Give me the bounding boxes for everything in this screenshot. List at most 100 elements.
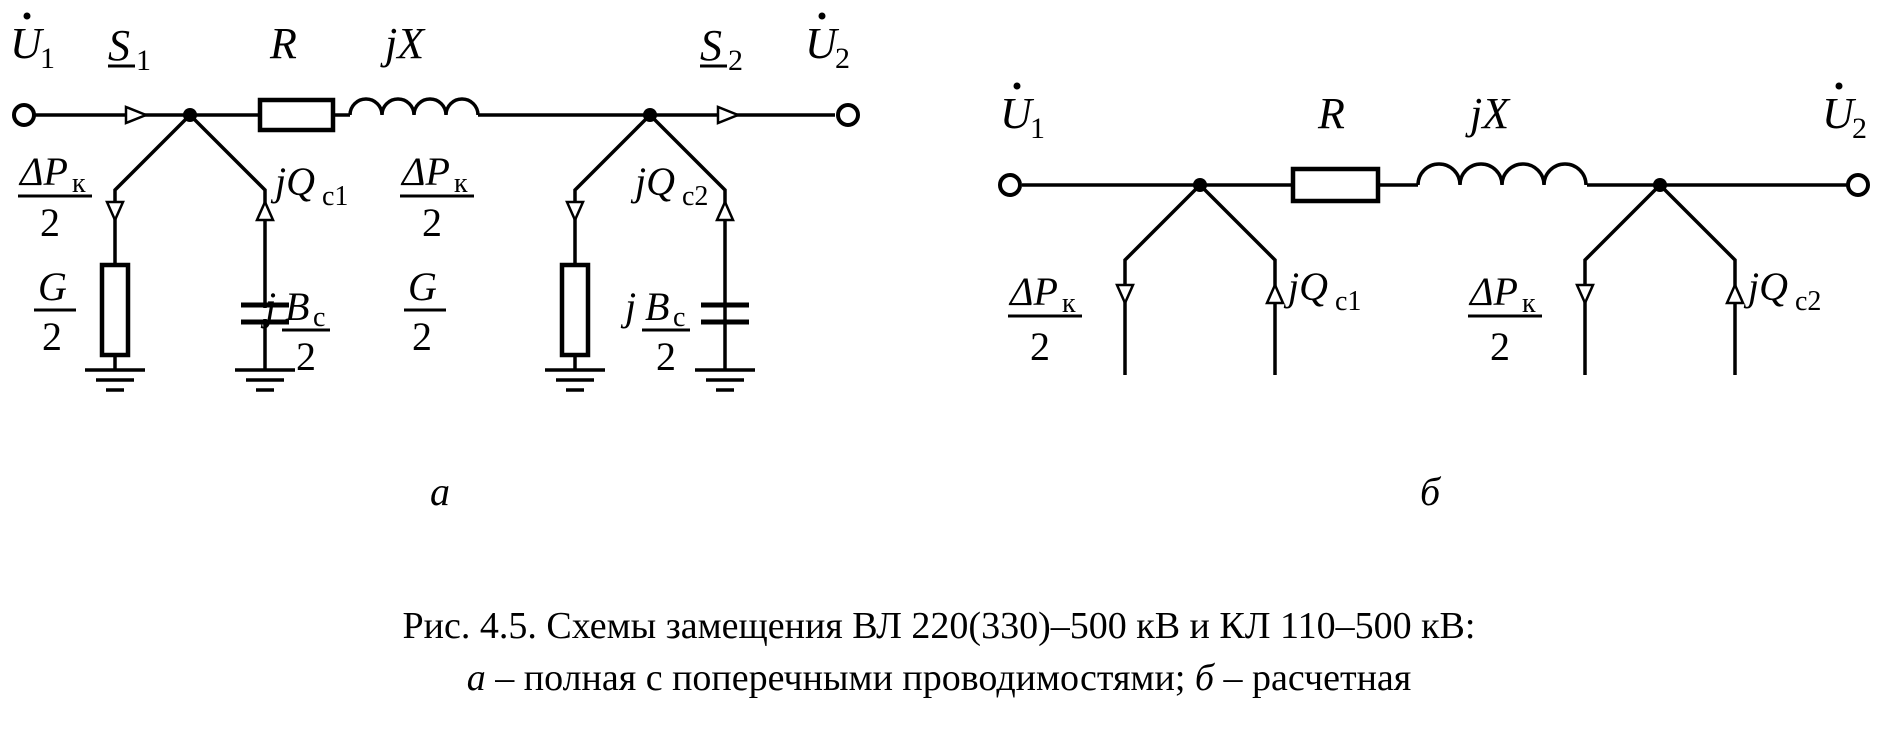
label-b-a1: j B c 2 [260,284,330,379]
conductance-g-a2 [559,262,591,358]
diagram-a: U 1 S 1 R jX S 2 U 2 ΔP к 2 G [10,12,860,514]
svg-text:к: к [454,168,468,199]
terminal-a-left [12,103,36,127]
svg-text:ΔP: ΔP [1468,269,1518,314]
svg-text:1: 1 [136,44,151,77]
label-u1-a: U 1 [10,12,55,75]
svg-text:ΔP: ΔP [400,149,450,194]
label-dp-b2: ΔP к 2 [1468,269,1542,369]
conductance-g-a1 [99,262,131,358]
caption-b-marker: б [1195,657,1216,699]
arrow-b-q2-up [1725,281,1745,305]
label-dp-a1: ΔP к 2 [18,149,92,245]
inductor-x-a [348,97,480,116]
svg-text:1: 1 [1030,112,1045,145]
svg-text:2: 2 [422,200,442,245]
label-q-b1: jQ c1 [1283,264,1361,317]
arrow-s1 [124,105,150,125]
arrow-s2 [716,105,742,125]
svg-text:j: j [620,284,636,329]
svg-text:2: 2 [296,334,316,379]
label-s1-a: S 1 [108,21,151,77]
svg-text:c: c [313,302,325,333]
svg-text:к: к [1062,288,1076,319]
caption-a-text: – полная с поперечными проводимостями; [486,657,1195,699]
svg-text:S: S [700,21,722,70]
svg-text:1: 1 [40,42,55,75]
arrow-b-q1-up [1265,281,1285,305]
svg-text:jQ: jQ [1743,264,1788,309]
branch-b-q1 [1198,183,1277,375]
svg-text:2: 2 [1490,324,1510,369]
svg-text:G: G [38,264,67,309]
terminal-a-right [836,103,860,127]
svg-text:j: j [260,284,276,329]
svg-text:c: c [673,302,685,333]
svg-text:c2: c2 [1795,286,1821,317]
svg-text:2: 2 [1852,112,1867,145]
svg-text:2: 2 [42,314,62,359]
svg-text:c1: c1 [322,181,348,212]
branch-b-dp2 [1583,183,1662,375]
svg-text:S: S [108,21,130,70]
ground-a-3 [545,368,605,392]
label-dp-b1: ΔP к 2 [1008,269,1082,369]
svg-text:U: U [1000,89,1035,138]
arrow-b-dp1-down [1115,283,1135,307]
svg-text:2: 2 [1030,324,1050,369]
branch-b-q2 [1658,183,1737,375]
branch-b-dp1 [1123,183,1202,375]
branch-a-q2 [648,113,727,370]
svg-text:2: 2 [728,44,743,77]
label-q-a2: jQ c2 [630,159,708,212]
label-u2-b: U 2 [1822,82,1867,145]
svg-text:ΔP: ΔP [18,149,68,194]
panel-label-a: а [430,469,450,514]
svg-text:2: 2 [656,334,676,379]
svg-text:2: 2 [835,42,850,75]
label-q-a1: jQ c1 [270,159,348,212]
label-jx-b: jX [1465,89,1511,138]
branch-a-q1 [188,113,267,370]
svg-text:c2: c2 [682,181,708,212]
caption-b-text: – расчетная [1214,657,1411,699]
svg-text:B: B [285,284,309,329]
terminal-b-right [1846,173,1870,197]
svg-text:2: 2 [40,200,60,245]
arrow-q2-up [715,198,735,222]
arrow-b-dp2-down [1575,283,1595,307]
label-q-b2: jQ c2 [1743,264,1821,317]
svg-text:jQ: jQ [1283,264,1328,309]
label-r-a: R [269,19,297,68]
label-u2-a: U 2 [805,12,850,75]
label-r-b: R [1317,89,1345,138]
arrow-q1-up [255,198,275,222]
arrow-dp2-down [565,200,585,224]
svg-text:U: U [1822,89,1857,138]
terminal-b-left [998,173,1022,197]
arrow-dp1-down [105,200,125,224]
svg-text:ΔP: ΔP [1008,269,1058,314]
panel-label-b: б [1420,469,1442,514]
svg-text:2: 2 [412,314,432,359]
diagram-b: U 1 R jX U 2 ΔP к 2 jQ c1 ΔP к 2 jQ [998,82,1870,514]
label-g-a1: G 2 [34,264,76,359]
svg-text:jQ: jQ [270,159,315,204]
label-g-a2: G 2 [404,264,446,359]
ground-a-4 [695,368,755,392]
ground-a-1 [85,368,145,392]
capacitor-gap-a1 [243,308,287,319]
caption-line-2: а – полная с поперечными проводимостями;… [467,657,1412,699]
label-u1-b: U 1 [1000,82,1045,145]
caption-line-1: Рис. 4.5. Схемы замещения ВЛ 220(330)–50… [403,605,1476,647]
svg-text:к: к [72,168,86,199]
resistor-r-a [257,97,336,133]
caption-a-marker: а [467,657,486,699]
svg-text:U: U [10,19,45,68]
resistor-r-b [1290,166,1381,204]
svg-text:B: B [645,284,669,329]
inductor-x-b [1416,162,1588,186]
svg-text:jQ: jQ [630,159,675,204]
